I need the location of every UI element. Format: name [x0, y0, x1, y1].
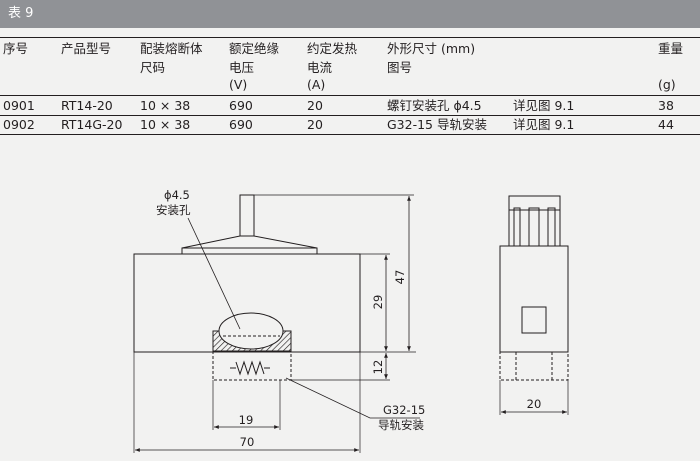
rail-label-line1: G32-15	[383, 403, 425, 417]
cell-mounting: G32-15 导轨安装	[387, 117, 487, 132]
header-current-line1: 约定发热	[307, 41, 358, 56]
cell-weight: 38	[658, 98, 674, 113]
spring-icon	[235, 360, 265, 376]
dim-value-70: 70	[240, 435, 255, 449]
cell-mounting: 螺钉安装孔 ϕ4.5	[387, 98, 482, 113]
header-model: 产品型号	[61, 41, 112, 56]
header-weight-unit: (g)	[658, 77, 676, 92]
side-view-tab-left	[513, 207, 521, 246]
side-view-window	[521, 306, 547, 334]
side-view-body	[499, 245, 569, 353]
table-title: 表 9	[8, 6, 34, 21]
side-view-rail-clip	[499, 351, 569, 381]
front-view-rail-clip	[212, 351, 292, 381]
front-view-top-flange	[181, 235, 318, 249]
header-size-line1: 配装熔断体	[140, 41, 203, 56]
header-voltage-line1: 额定绝缘	[229, 41, 280, 56]
front-view-top-pin	[239, 194, 255, 237]
header-seq: 序号	[3, 41, 29, 56]
header-current-unit: (A)	[307, 77, 326, 92]
cell-seq: 0901	[3, 98, 35, 113]
row-divider	[0, 115, 700, 116]
rail-leader-line	[285, 377, 420, 419]
cell-voltage: 690	[229, 98, 253, 113]
header-weight-line1: 重量	[658, 41, 684, 56]
header-current-line2: 电流	[307, 60, 333, 75]
dim-value-47: 47	[393, 270, 407, 285]
dim-value-29: 29	[371, 295, 385, 310]
dim-value-19: 19	[239, 413, 254, 427]
table-title-bar: 表 9	[0, 0, 700, 28]
cell-figure: 详见图 9.1	[513, 117, 575, 132]
cell-voltage: 690	[229, 117, 253, 132]
hole-leader-line	[187, 217, 241, 330]
header-dimension-line2: 图号	[387, 60, 413, 75]
cell-current: 20	[307, 117, 323, 132]
side-view-tab-middle	[528, 207, 540, 246]
cell-weight: 44	[658, 117, 674, 132]
hole-label-line1: ϕ4.5	[164, 188, 190, 202]
table-bottom-rule	[0, 134, 700, 135]
header-voltage-line2: 电压	[229, 60, 255, 75]
dim-value-20: 20	[527, 397, 542, 411]
side-view-top-frame	[508, 195, 561, 246]
cell-model: RT14G-20	[61, 117, 123, 132]
rail-label-line2: 导轨安装	[378, 418, 424, 432]
side-view-tab-right	[547, 207, 556, 246]
cell-size: 10 × 38	[140, 117, 191, 132]
cell-model: RT14-20	[61, 98, 113, 113]
cell-current: 20	[307, 98, 323, 113]
header-dimension-line1: 外形尺寸 (mm)	[387, 41, 476, 56]
table-top-rule	[0, 37, 700, 38]
header-voltage-unit: (V)	[229, 77, 248, 92]
cell-size: 10 × 38	[140, 98, 191, 113]
cell-figure: 详见图 9.1	[513, 98, 575, 113]
hole-label-line2: 安装孔	[156, 203, 191, 217]
dim-value-12: 12	[371, 360, 385, 375]
cell-seq: 0902	[3, 117, 35, 132]
header-size-line2: 尺码	[140, 60, 166, 75]
front-view-top-base	[181, 247, 318, 255]
header-bottom-rule	[0, 95, 700, 96]
